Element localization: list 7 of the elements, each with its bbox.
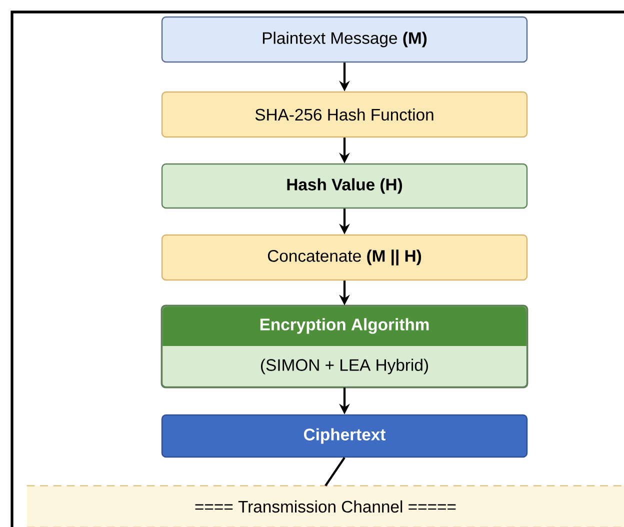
process-box: Ciphertext	[161, 414, 528, 458]
process-box: SHA-256 Hash Function	[161, 91, 528, 138]
process-box: Plaintext Message (M)	[161, 16, 528, 63]
process-box: Encryption Algorithm (SIMON + LEA Hybrid)	[160, 304, 528, 388]
process-box: Hash Value (H)	[161, 163, 528, 209]
process-box: Concatenate (M || H)	[161, 234, 528, 281]
channel-band: ==== Transmission Channel =====	[26, 485, 624, 527]
